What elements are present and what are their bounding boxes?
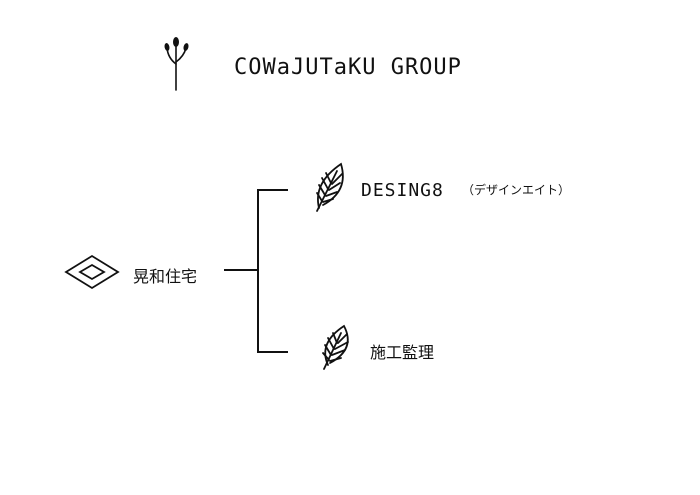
child-node-supervision-label: 施工監理 xyxy=(370,343,435,362)
group-title: COWaJUTaKU GROUP xyxy=(234,55,462,80)
double-diamond-icon xyxy=(64,254,120,290)
sprout-icon xyxy=(164,37,189,91)
leaf-icon xyxy=(322,324,349,370)
child-node-design-sublabel: （デザインエイト） xyxy=(462,183,571,197)
leaf-icon xyxy=(316,162,344,212)
root-node-label: 晃和住宅 xyxy=(133,267,198,286)
child-node-design-label: DESING8 xyxy=(361,180,444,201)
